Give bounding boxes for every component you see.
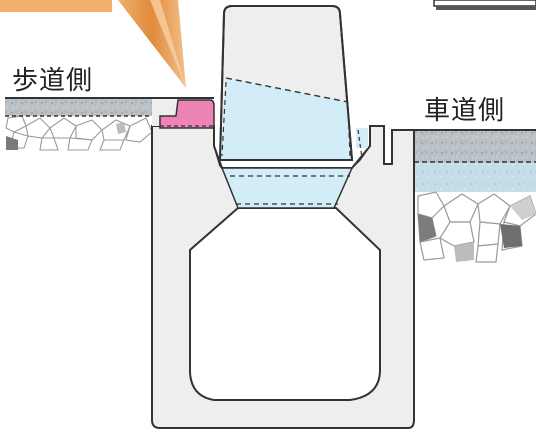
drain-cover-block	[218, 5, 354, 161]
cover-seat	[213, 126, 371, 169]
orange-pointer-arrow	[0, 0, 186, 88]
roadway-gravel-layer	[414, 191, 536, 263]
sidewalk-asphalt-layer	[5, 97, 155, 117]
sidewalk-side-label: 歩道側	[12, 66, 94, 96]
pink-joint-seal	[159, 99, 215, 129]
roadway-side-label: 車道側	[424, 96, 506, 126]
roadway-layers	[391, 129, 536, 263]
sidewalk-gravel-layer	[5, 115, 153, 151]
top-right-frame-fragment	[433, 0, 536, 10]
drain-channel-hollow	[189, 207, 381, 401]
inlet-throat	[220, 167, 354, 209]
